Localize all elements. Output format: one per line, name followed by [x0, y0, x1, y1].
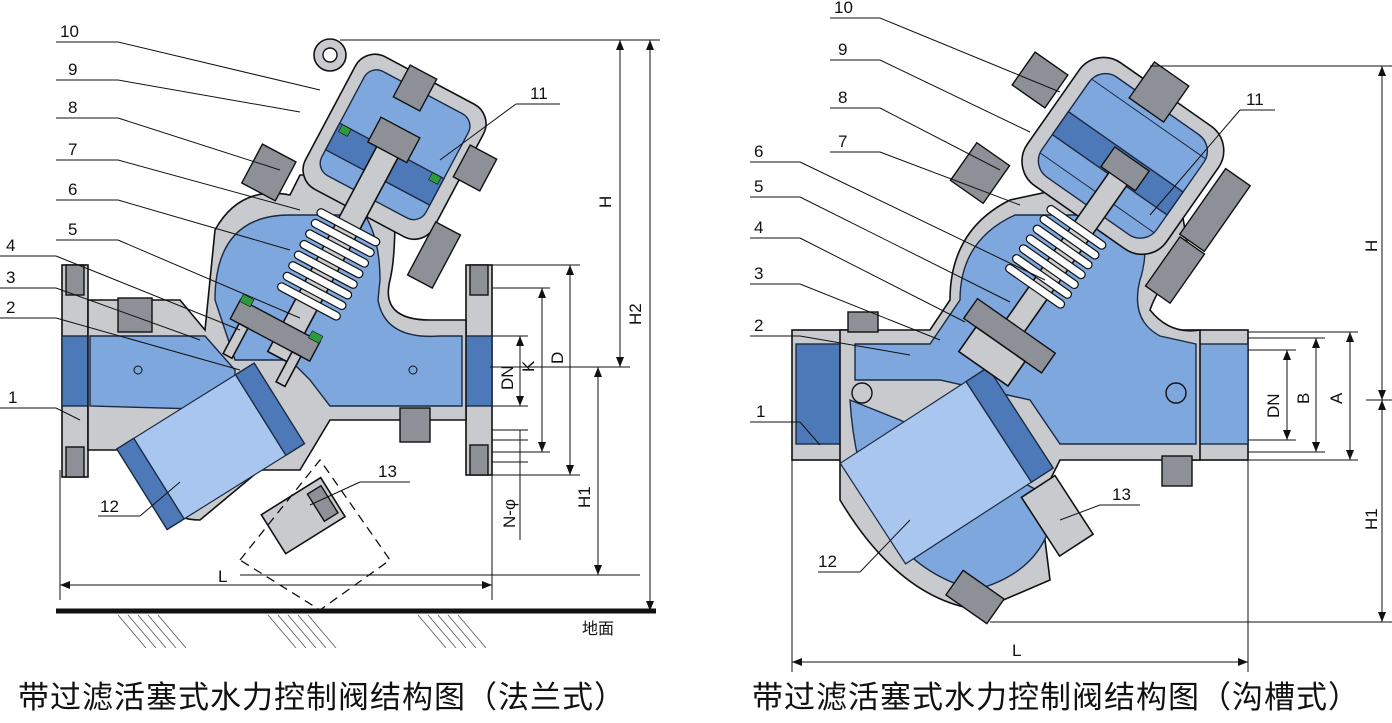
callout-7: 7 [68, 140, 77, 159]
grooved-bolt-top-left [1011, 51, 1069, 109]
grooved-callout-7: 7 [838, 132, 847, 151]
filter-removal-outline [239, 458, 391, 611]
grooved-bolt-top-right [1128, 60, 1190, 124]
filter-cap [260, 476, 347, 555]
grooved-bolt-lower-right [1144, 235, 1206, 305]
callout-10: 10 [60, 22, 79, 41]
grooved-callout-6: 6 [754, 142, 763, 161]
dim-H1: H1 [575, 486, 594, 508]
grooved-callout-3: 3 [754, 264, 763, 283]
grooved-callout-10: 10 [834, 0, 853, 17]
outlet-groove-bore [1195, 343, 1249, 445]
piston-seal-left [338, 124, 352, 137]
caption-grooved: 带过滤活塞式水力控制阀结构图（沟槽式） [752, 680, 1360, 716]
grooved-spring [1005, 204, 1107, 309]
inlet-bore [61, 335, 93, 407]
drain-plug [944, 569, 1006, 625]
grooved-callout-1: 1 [756, 402, 765, 421]
grooved-body-bolt-top [847, 311, 879, 333]
callout-1: 1 [8, 388, 17, 407]
grooved-port-dot-right [1165, 382, 1187, 404]
grooved-body-bolt-bottom [1161, 455, 1193, 487]
grooved-bolt-left [949, 141, 1011, 205]
ground-label: 地面 [582, 619, 614, 638]
callout-8: 8 [68, 98, 77, 117]
callout-leaders-left [0, 41, 560, 517]
grooved-callout-4: 4 [754, 218, 763, 237]
dim-H: H [596, 196, 615, 208]
outlet-bore [461, 335, 493, 407]
grooved-disc [957, 297, 1057, 388]
callout-4: 4 [6, 236, 15, 255]
lifting-eye-hole [322, 47, 338, 63]
body-bolt-bottom [399, 407, 431, 443]
grooved-callout-8: 8 [838, 88, 847, 107]
dimension-arrows-left [60, 40, 654, 611]
callout-12: 12 [100, 497, 119, 516]
grooved-callout-11: 11 [1246, 90, 1264, 109]
grooved-dim-A: A [1327, 392, 1346, 404]
grooved-callout-12: 12 [818, 552, 837, 571]
grooved-dim-H1: H1 [1362, 508, 1381, 530]
filter-screen [115, 362, 306, 531]
flange-bolt-top [65, 264, 85, 296]
dim-H2: H2 [626, 303, 645, 325]
callout-2: 2 [6, 298, 15, 317]
callout-5: 5 [68, 220, 77, 239]
grooved-callout-2: 2 [754, 316, 763, 335]
dim-L: L [218, 567, 227, 586]
dim-D: D [548, 352, 567, 364]
grooved-callout-9: 9 [838, 40, 847, 59]
port-dot-right [408, 365, 418, 375]
grooved-dim-L: L [1012, 641, 1021, 660]
grooved-port-dot-left [851, 382, 873, 404]
body-bolt-top [117, 297, 153, 333]
bonnet-bolt-right [452, 144, 498, 192]
bonnet-bolt-top [392, 64, 438, 112]
dim-N-phi: N-φ [500, 499, 519, 528]
dimension-lines-right [791, 65, 1392, 672]
grooved-dim-B: B [1294, 393, 1313, 404]
piston-seal-right [428, 172, 442, 185]
grooved-bolt-right [1178, 167, 1252, 253]
grooved-filter-cap [1020, 474, 1095, 558]
valve-disc [222, 293, 324, 388]
outlet-bolt-bottom [469, 444, 489, 476]
outlet-bolt-top [469, 264, 489, 296]
callout-6: 6 [68, 180, 77, 199]
port-dot-left [133, 365, 143, 375]
grooved-callout-13: 13 [1112, 485, 1131, 504]
bonnet-bolt-lower-right [406, 220, 462, 290]
callout-13: 13 [378, 462, 397, 481]
grooved-valve-diagram: 10 9 8 7 6 5 4 3 2 1 12 13 11 [750, 0, 1392, 672]
stem-nut [366, 116, 421, 164]
callout-3: 3 [6, 268, 15, 287]
dim-K: K [519, 360, 538, 372]
grooved-dim-H: H [1362, 240, 1381, 252]
callout-leaders-right [750, 17, 1275, 573]
flange-bolt-bottom [65, 446, 85, 478]
grooved-dim-DN: DN [1264, 393, 1283, 418]
flanged-valve-diagram: 地面 [0, 22, 660, 649]
dimension-arrows-right [792, 66, 1386, 666]
grooved-filter-screen [839, 366, 1055, 565]
ground-hatching [117, 614, 487, 649]
dimension-lines-left [59, 39, 660, 611]
spring [276, 208, 381, 321]
callout-9: 9 [68, 60, 77, 79]
caption-flanged: 带过滤活塞式水力控制阀结构图（法兰式） [18, 680, 626, 716]
grooved-callout-5: 5 [754, 177, 763, 196]
dim-DN: DN [498, 365, 517, 390]
callout-11: 11 [530, 84, 548, 103]
bonnet-bolt-left [240, 143, 297, 202]
